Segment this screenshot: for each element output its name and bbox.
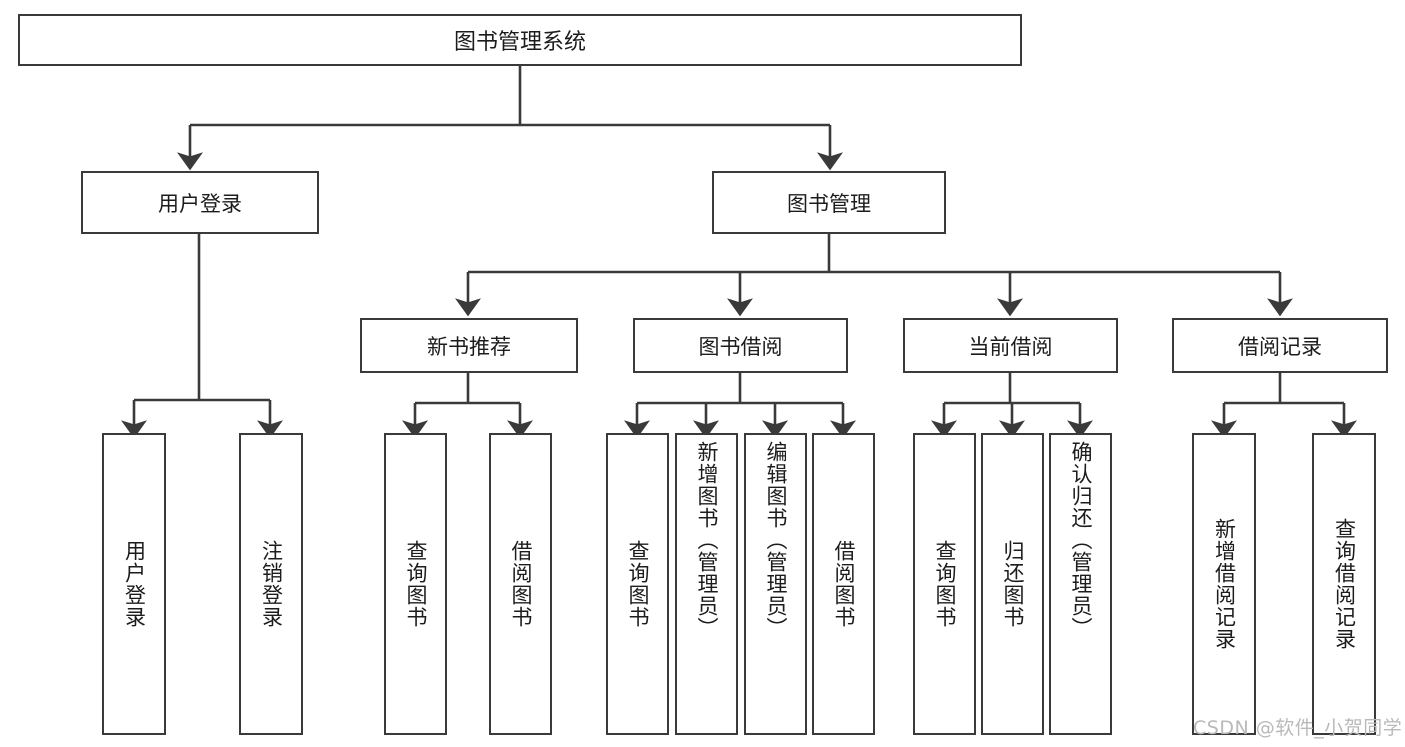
node-label: 当前借阅 bbox=[968, 334, 1053, 359]
node-user-login[interactable]: 用户登录 bbox=[81, 171, 319, 234]
leaf-borrow-book-recommend[interactable]: 借阅图书 bbox=[489, 433, 552, 735]
leaf-user-login[interactable]: 用户登录 bbox=[102, 433, 166, 735]
node-label: 图书借阅 bbox=[698, 334, 783, 359]
watermark: CSDN @软件_小贺同学 bbox=[1193, 717, 1403, 739]
leaf-return-book[interactable]: 归还图书 bbox=[981, 433, 1044, 735]
leaf-label: 新增借阅记录 bbox=[1212, 518, 1237, 650]
node-new-book-recommend[interactable]: 新书推荐 bbox=[360, 318, 578, 373]
leaf-label: 归还图书 bbox=[1000, 540, 1025, 628]
node-book-borrow[interactable]: 图书借阅 bbox=[633, 318, 848, 373]
node-current-borrow[interactable]: 当前借阅 bbox=[903, 318, 1118, 373]
node-borrow-record[interactable]: 借阅记录 bbox=[1172, 318, 1388, 373]
leaf-confirm-return-admin[interactable]: 确认归还（管理员） bbox=[1049, 433, 1112, 735]
leaf-borrow-book[interactable]: 借阅图书 bbox=[812, 433, 875, 735]
node-book-management[interactable]: 图书管理 bbox=[712, 171, 946, 234]
leaf-label: 新增图书（管理员） bbox=[694, 441, 719, 639]
leaf-add-borrow-record[interactable]: 新增借阅记录 bbox=[1192, 433, 1256, 735]
leaf-label: 查询图书 bbox=[932, 540, 957, 628]
leaf-label: 借阅图书 bbox=[508, 540, 533, 628]
leaf-label: 注销登录 bbox=[259, 540, 284, 628]
node-label: 图书管理系统 bbox=[453, 30, 586, 55]
leaf-edit-book-admin[interactable]: 编辑图书（管理员） bbox=[744, 433, 807, 735]
leaf-add-book-admin[interactable]: 新增图书（管理员） bbox=[675, 433, 738, 735]
leaf-query-borrow-record[interactable]: 查询借阅记录 bbox=[1312, 433, 1376, 735]
node-label: 借阅记录 bbox=[1238, 334, 1322, 359]
leaf-query-book-recommend[interactable]: 查询图书 bbox=[384, 433, 447, 735]
leaf-label: 查询借阅记录 bbox=[1332, 518, 1357, 650]
leaf-label: 借阅图书 bbox=[831, 540, 856, 628]
node-label: 图书管理 bbox=[787, 191, 871, 216]
leaf-label: 编辑图书（管理员） bbox=[763, 441, 788, 639]
leaf-label: 用户登录 bbox=[122, 540, 147, 628]
node-root-system[interactable]: 图书管理系统 bbox=[18, 14, 1022, 66]
leaf-query-book-borrow[interactable]: 查询图书 bbox=[606, 433, 669, 735]
leaf-logout[interactable]: 注销登录 bbox=[239, 433, 303, 735]
leaf-label: 查询图书 bbox=[403, 540, 428, 628]
leaf-query-book-current[interactable]: 查询图书 bbox=[913, 433, 976, 735]
leaf-label: 确认归还（管理员） bbox=[1068, 441, 1093, 639]
node-label: 新书推荐 bbox=[427, 334, 511, 359]
leaf-label: 查询图书 bbox=[625, 540, 650, 628]
node-label: 用户登录 bbox=[158, 191, 242, 216]
